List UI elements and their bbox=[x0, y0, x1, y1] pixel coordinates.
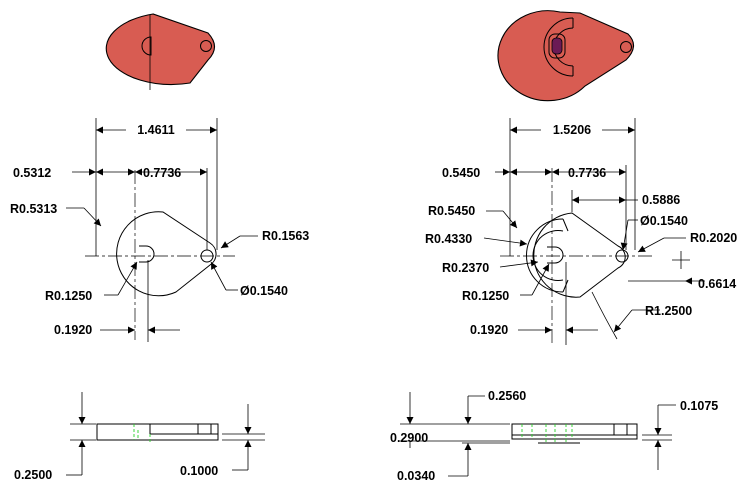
left-shaded-body bbox=[105, 13, 216, 86]
left-dim-overall-width: 1.4611 bbox=[137, 123, 175, 137]
left-plan-view: 1.4611 0.5312 0.7736 R0.5313 R0.1563 Ø0.… bbox=[10, 118, 309, 342]
right-dim-small-radius: R0.2020 bbox=[690, 231, 737, 245]
right-dim-center-distance: 0.7736 bbox=[568, 166, 606, 180]
right-dim-arc-radius: R1.2500 bbox=[645, 304, 692, 318]
left-plan-outline bbox=[116, 211, 217, 297]
right-plan-view: 1.5206 0.5450 0.7736 0.5886 R0.5450 R0.4… bbox=[425, 118, 737, 345]
right-dim-vertical-offset: 0.6614 bbox=[698, 277, 736, 291]
right-dim-overall-width: 1.5206 bbox=[553, 123, 591, 137]
right-dim-slot-width: 0.1920 bbox=[470, 323, 508, 337]
left-dim-boss-height: 0.1000 bbox=[180, 464, 218, 478]
right-dim-recess-depth: 0.2560 bbox=[488, 389, 526, 403]
right-dim-big-radius: R0.5450 bbox=[428, 204, 475, 218]
right-plan-groove-outer bbox=[526, 218, 564, 293]
right-plan-groove-inner bbox=[532, 230, 564, 281]
left-shaded-hole bbox=[200, 40, 212, 52]
left-plan-slot bbox=[139, 245, 155, 263]
left-side-view: 0.2500 0.1000 bbox=[14, 392, 265, 482]
right-dim-hole-diameter: Ø0.1540 bbox=[640, 214, 688, 228]
left-dim-left-offset: 0.5312 bbox=[13, 166, 51, 180]
right-dim-left-offset: 0.5450 bbox=[442, 166, 480, 180]
right-dim-base-step: 0.0340 bbox=[397, 469, 435, 483]
left-dim-small-radius: R0.1563 bbox=[262, 229, 309, 243]
right-dim-edge-offset: 0.5886 bbox=[642, 193, 680, 207]
left-dim-hole-diameter: Ø0.1540 bbox=[240, 284, 288, 298]
right-side-body bbox=[511, 423, 638, 440]
right-dim-boss-height: 0.1075 bbox=[680, 399, 718, 413]
left-dim-center-distance: 0.7736 bbox=[143, 166, 181, 180]
right-shaded-slot-inner bbox=[551, 37, 563, 55]
right-shaded-view bbox=[497, 10, 635, 102]
right-plan-arc bbox=[591, 291, 618, 340]
left-shaded-slot bbox=[141, 36, 152, 56]
left-shaded-view bbox=[105, 13, 216, 90]
right-plan-slot bbox=[547, 246, 564, 264]
right-plan-outline bbox=[533, 212, 626, 298]
left-dim-big-radius: R0.5313 bbox=[10, 202, 57, 216]
left-side-boss bbox=[197, 423, 212, 435]
right-dim-inner-radius: R0.2370 bbox=[442, 261, 489, 275]
left-dim-slot-width: 0.1920 bbox=[54, 323, 92, 337]
right-dim-slot-radius: R0.1250 bbox=[462, 289, 509, 303]
right-side-boss bbox=[613, 423, 628, 436]
right-dim-groove-radius: R0.4330 bbox=[425, 232, 472, 246]
right-shaded-slot bbox=[548, 33, 566, 59]
right-shaded-groove-outer bbox=[543, 17, 574, 77]
right-shaded-hole bbox=[620, 41, 632, 53]
right-side-view: 0.2900 0.2560 0.0340 0.1075 bbox=[390, 389, 718, 483]
left-dim-slot-radius: R0.1250 bbox=[45, 289, 92, 303]
left-side-body bbox=[96, 423, 219, 441]
right-shaded-body bbox=[497, 10, 635, 102]
left-dim-total-height: 0.2500 bbox=[14, 468, 52, 482]
right-dim-total-height: 0.2900 bbox=[390, 431, 428, 445]
